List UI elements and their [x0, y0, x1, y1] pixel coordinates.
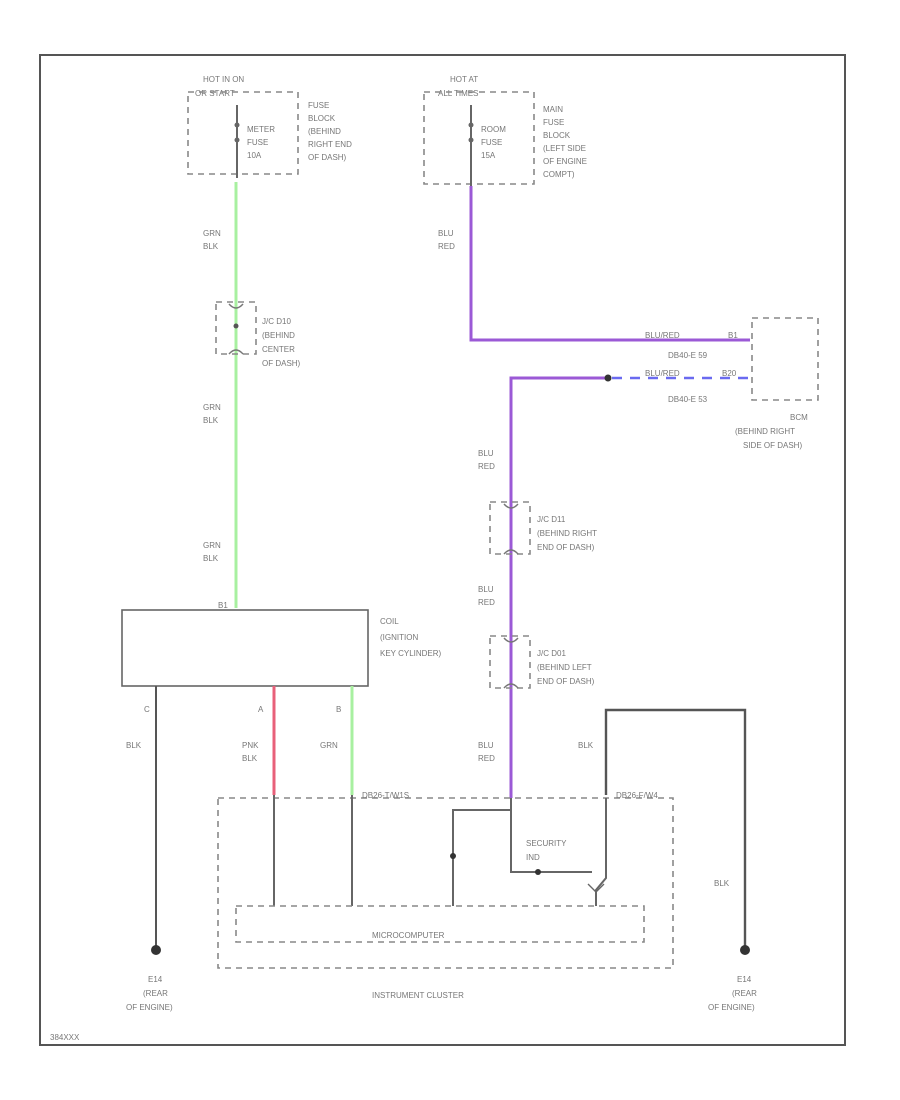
bcm-label-1: BCM — [790, 413, 808, 422]
bcm-conn-bottom: DB40-E 53 — [668, 395, 708, 404]
jc-d11-2: (BEHIND RIGHT — [537, 529, 597, 538]
fuse-right-loc-1: MAIN — [543, 105, 563, 114]
fuse-left-name-3: 10A — [247, 151, 262, 160]
cluster-led-2: IND — [526, 853, 540, 862]
jc-d11-3: END OF DASH) — [537, 543, 595, 552]
coil-box — [121, 609, 369, 687]
wire-label-grn-1a: GRN — [203, 229, 221, 238]
bcm-label-2: (BEHIND RIGHT — [735, 427, 795, 436]
wire-label-blk-right-bottom: BLK — [714, 879, 730, 888]
cluster-label: INSTRUMENT CLUSTER — [372, 991, 464, 1000]
wire-label-blu-3a: BLU — [478, 741, 494, 750]
bcm-pin-top: B1 — [728, 331, 738, 340]
wire-label-blu-3b: RED — [478, 754, 495, 763]
wire-label-blu-top-a: BLU — [438, 229, 454, 238]
ignition-key-coil: B1 COIL (IGNITION KEY CYLINDER) C A B — [121, 601, 442, 714]
jc-d01-1: J/C D01 — [537, 649, 566, 658]
fuse-right-loc-6: COMPT) — [543, 170, 575, 179]
fuse-left-loc-1: FUSE — [308, 101, 329, 110]
wire-label-grn-3a: GRN — [203, 541, 221, 550]
coil-pin-c: C — [144, 705, 150, 714]
wire-label-grn-2a: GRN — [203, 403, 221, 412]
diagram-frame — [39, 54, 846, 1046]
wire-label-blu-2b: RED — [478, 598, 495, 607]
ground-right-1: E14 — [737, 975, 752, 984]
junction-d11: J/C D11 (BEHIND RIGHT END OF DASH) — [489, 501, 597, 555]
cluster-conn-right: DB26-F/W4 — [616, 791, 658, 800]
fuse-left-supply-1: HOT IN ON — [203, 75, 244, 84]
bcm-conn-top: DB40-E 59 — [668, 351, 708, 360]
ground-left: E14 (REAR OF ENGINE) — [126, 945, 173, 1012]
ground-left-1: E14 — [148, 975, 163, 984]
bcm-wire-bottom: BLU/RED — [645, 369, 680, 378]
fuse-right-loc-4: (LEFT SIDE — [543, 144, 586, 153]
cluster-led-1: SECURITY — [526, 839, 567, 848]
junction-d01: J/C D01 (BEHIND LEFT END OF DASH) — [489, 635, 595, 689]
coil-label-3: KEY CYLINDER) — [380, 649, 442, 658]
wire-label-grn-1b: BLK — [203, 242, 219, 251]
bcm-pin-bottom: B20 — [722, 369, 737, 378]
wire-label-grn-3b: BLK — [203, 554, 219, 563]
coil-pin-b: B — [336, 705, 341, 714]
fuse-right-name-3: 15A — [481, 151, 496, 160]
fuse-right-name-1: ROOM — [481, 125, 506, 134]
wire-label-pnk-a: PNK — [242, 741, 259, 750]
ground-right-2: (REAR — [732, 989, 757, 998]
figure-id: 384XXX — [50, 1033, 80, 1042]
fuse-left-loc-5: OF DASH) — [308, 153, 347, 162]
fuse-meter: HOT IN ON OR START METER FUSE 10A FUSE B… — [187, 75, 352, 178]
jc-d10-1: J/C D10 — [262, 317, 291, 326]
wire-label-grn-2b: BLK — [203, 416, 219, 425]
wire-label-blk-left: BLK — [126, 741, 142, 750]
jc-d10-4: OF DASH) — [262, 359, 301, 368]
wire-label-blu-top-b: RED — [438, 242, 455, 251]
bcm-wire-top: BLU/RED — [645, 331, 680, 340]
coil-pin-top: B1 — [218, 601, 228, 610]
fuse-left-name-1: METER — [247, 125, 275, 134]
wire-blk-right — [604, 708, 747, 948]
instrument-cluster: DB26-T/W1S DB26-F/W4 SECURITY IND MICROC… — [217, 791, 674, 1000]
junction-d10: J/C D10 (BEHIND CENTER OF DASH) — [215, 301, 301, 368]
fuse-right-loc-5: OF ENGINE — [543, 157, 587, 166]
fuse-left-loc-2: BLOCK — [308, 114, 336, 123]
fuse-right-name-2: FUSE — [481, 138, 502, 147]
wire-label-grn-mid: GRN — [320, 741, 338, 750]
fuse-left-loc-4: RIGHT END — [308, 140, 352, 149]
ground-right: E14 (REAR OF ENGINE) — [708, 945, 757, 1012]
ground-left-3: OF ENGINE) — [126, 1003, 173, 1012]
cluster-microcomputer: MICROCOMPUTER — [372, 931, 445, 940]
coil-pin-a: A — [258, 705, 264, 714]
fuse-left-supply-2: OR START — [195, 89, 235, 98]
jc-d11-1: J/C D11 — [537, 515, 566, 524]
bcm-module: BLU/RED B1 DB40-E 59 BLU/RED B20 DB40-E … — [645, 317, 819, 450]
wire-label-blu-1b: RED — [478, 462, 495, 471]
wire-blu-red-top — [469, 186, 750, 342]
jc-d01-2: (BEHIND LEFT — [537, 663, 592, 672]
bcm-label-3: SIDE OF DASH) — [743, 441, 802, 450]
fuse-room: HOT AT ALL TIMES ROOM FUSE 15A MAIN FUSE… — [423, 75, 587, 186]
fuse-left-loc-3: (BEHIND — [308, 127, 341, 136]
fuse-right-loc-3: BLOCK — [543, 131, 571, 140]
jc-d10-3: CENTER — [262, 345, 295, 354]
wire-label-pnk-b: BLK — [242, 754, 258, 763]
coil-label-2: (IGNITION — [380, 633, 418, 642]
fuse-left-name-2: FUSE — [247, 138, 268, 147]
jc-d01-3: END OF DASH) — [537, 677, 595, 686]
coil-label-1: COIL — [380, 617, 399, 626]
ground-right-3: OF ENGINE) — [708, 1003, 755, 1012]
fuse-right-loc-2: FUSE — [543, 118, 564, 127]
fuse-right-supply-2: ALL TIMES — [438, 89, 478, 98]
fuse-right-supply-1: HOT AT — [450, 75, 478, 84]
wire-label-blu-2a: BLU — [478, 585, 494, 594]
wire-blu-red-main — [509, 376, 608, 798]
wire-label-blk-right-top: BLK — [578, 741, 594, 750]
wire-label-blu-1a: BLU — [478, 449, 494, 458]
cluster-conn-left: DB26-T/W1S — [362, 791, 409, 800]
ground-left-2: (REAR — [143, 989, 168, 998]
jc-d10-2: (BEHIND — [262, 331, 295, 340]
